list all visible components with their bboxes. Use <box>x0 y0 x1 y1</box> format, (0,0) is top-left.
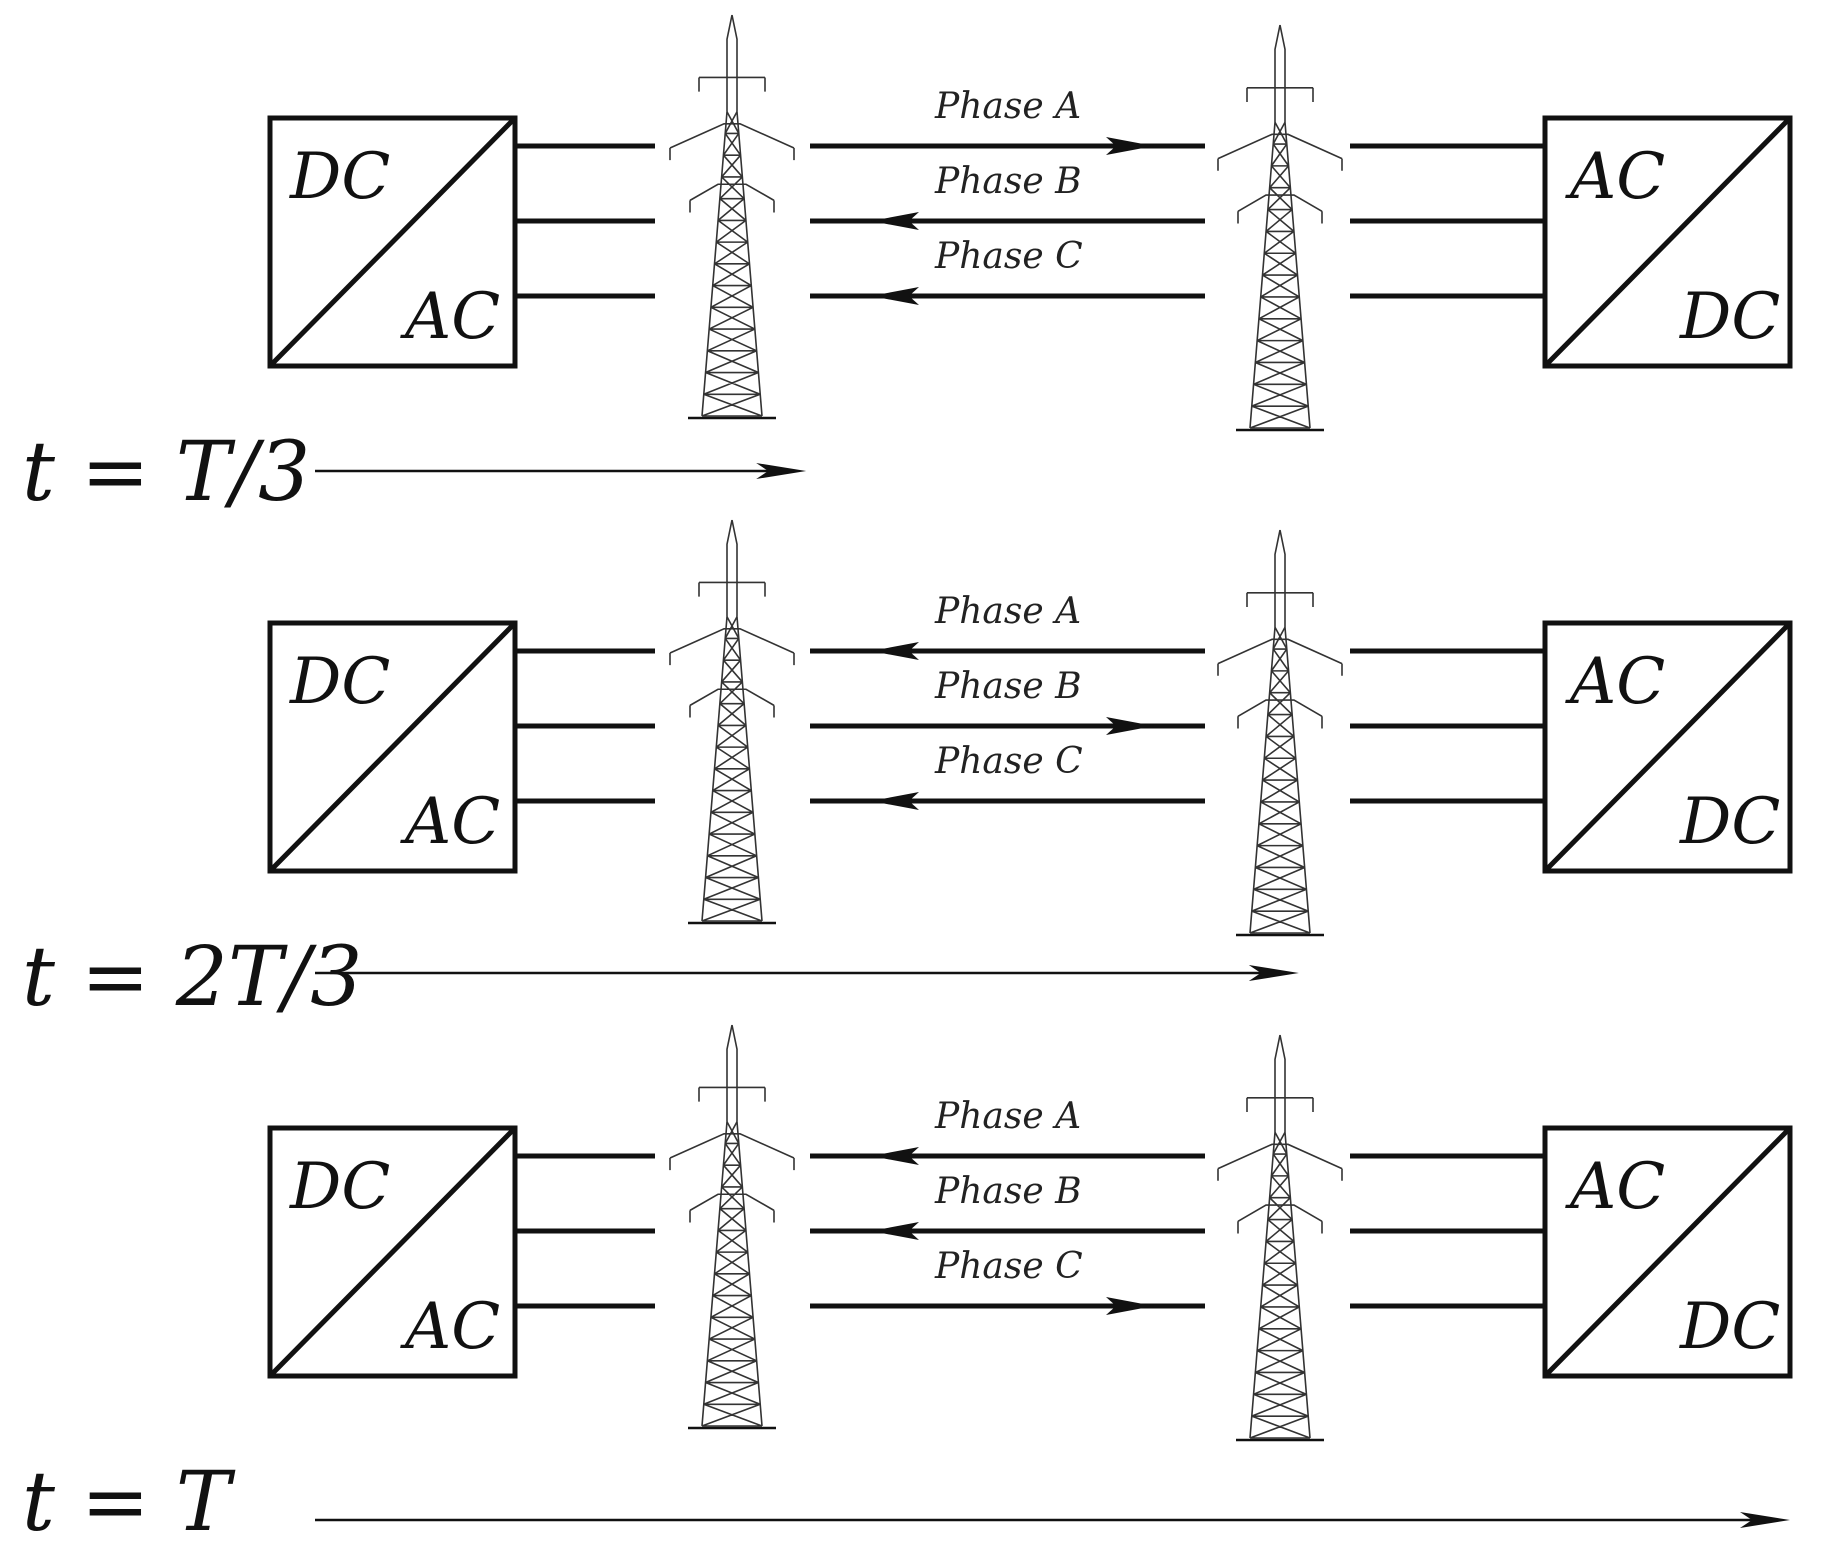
transmission-tower-icon <box>1217 1034 1343 1442</box>
right-box-dc-label: DC <box>1679 1290 1780 1364</box>
transmission-tower-icon <box>669 519 795 925</box>
right-box-dc-label: DC <box>1679 785 1780 859</box>
right-box-ac-label: AC <box>1565 645 1665 719</box>
right-box-ac-label: AC <box>1565 1150 1665 1224</box>
phase-label: Phase B <box>934 161 1082 202</box>
phase-arrow-left <box>871 792 919 810</box>
phase-arrow-left <box>871 1147 919 1165</box>
phase-label: Phase B <box>934 666 1082 707</box>
phase-arrow-right <box>1106 137 1154 155</box>
phase-arrow-left <box>871 287 919 305</box>
phase-label: Phase A <box>934 86 1081 127</box>
time-label: t = T/3 <box>22 425 310 520</box>
timeline-arrowhead <box>756 463 807 479</box>
phase-label: Phase C <box>934 1246 1083 1287</box>
phase-arrow-right <box>1106 1297 1154 1315</box>
phase-label: Phase A <box>934 591 1081 632</box>
phase-arrow-left <box>871 642 919 660</box>
left-box-dc-label: DC <box>289 140 390 214</box>
transmission-tower-icon <box>669 1024 795 1430</box>
timeline-arrowhead <box>1740 1512 1790 1528</box>
phase-arrow-right <box>1106 717 1154 735</box>
phase-arrow-left <box>871 1222 919 1240</box>
left-box-ac-label: AC <box>400 280 500 354</box>
right-box-dc-label: DC <box>1679 280 1780 354</box>
left-box-ac-label: AC <box>400 1290 500 1364</box>
transmission-tower-icon <box>1217 529 1343 937</box>
phase-label: Phase C <box>934 236 1083 277</box>
transmission-tower-icon <box>1217 24 1343 432</box>
phase-label: Phase B <box>934 1171 1082 1212</box>
timeline-arrowhead <box>1248 965 1299 981</box>
time-label: t = 2T/3 <box>22 930 362 1025</box>
left-box-dc-label: DC <box>289 645 390 719</box>
phase-label: Phase C <box>934 741 1083 782</box>
phase-arrow-left <box>871 212 919 230</box>
right-box-ac-label: AC <box>1565 140 1665 214</box>
transmission-tower-icon <box>669 14 795 420</box>
left-box-dc-label: DC <box>289 1150 390 1224</box>
phase-label: Phase A <box>934 1096 1081 1137</box>
left-box-ac-label: AC <box>400 785 500 859</box>
time-label: t = T <box>22 1455 236 1550</box>
